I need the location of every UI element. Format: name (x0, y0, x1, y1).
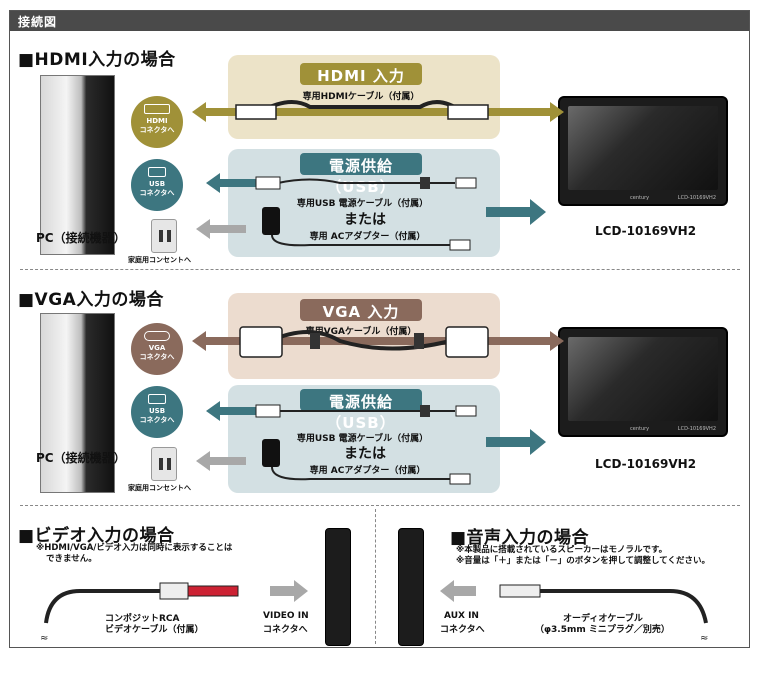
hdmi-cable-label: 専用HDMIケーブル（付属） (302, 92, 420, 102)
outlet-label: 家庭用コンセントへ (128, 256, 191, 264)
dc-plug (449, 473, 471, 485)
outlet-arrow (196, 219, 246, 239)
hdmi-plug-right (447, 104, 489, 120)
pc-tower-icon (40, 313, 115, 493)
vga-cable-label: 専用VGAケーブル（付属） (305, 327, 417, 337)
vga-connector-label-1: VGA (148, 344, 166, 352)
usb-arrow (206, 401, 264, 421)
usb-arrow (206, 173, 264, 193)
usb-plug-mini (455, 177, 477, 189)
monitor-side-icon (325, 528, 351, 646)
rca-plug (159, 582, 189, 600)
video-section-title: ■ビデオ入力の場合 (18, 526, 175, 546)
audio-cable-label-1: オーディオケーブル (563, 614, 643, 624)
ferrite-core (310, 333, 320, 349)
rca-tip (187, 585, 239, 597)
or-label: または (344, 212, 386, 228)
monitor-side-icon (398, 528, 424, 646)
audio-cable (540, 589, 708, 624)
ac-adapter-label: 専用 ACアダプター（付属） (309, 466, 426, 476)
svg-text:≈: ≈ (40, 633, 48, 644)
or-label: または (344, 446, 386, 462)
hdmi-connector-label-2: コネクタへ (139, 126, 175, 134)
outlet-icon (151, 447, 177, 481)
svg-text:≈: ≈ (700, 633, 708, 644)
ac-cable (271, 234, 450, 247)
ferrite-core (414, 333, 424, 349)
ferrite-core (420, 177, 430, 189)
ac-cable (271, 466, 450, 481)
mini-plug (499, 584, 541, 598)
usb-cable-label: 専用USB 電源ケーブル（付属） (296, 199, 429, 209)
outlet-icon (151, 219, 177, 253)
usb-connector-icon: USB コネクタへ (131, 386, 183, 438)
usb-cable-label: 専用USB 電源ケーブル（付属） (296, 434, 429, 444)
vga-connector-icon: VGA コネクタへ (131, 323, 183, 375)
divider-1 (20, 269, 740, 270)
hdmi-connector-icon: HDMI コネクタへ (131, 96, 183, 148)
power-to-monitor-arrow (486, 429, 546, 455)
pc-label: PC（接続機器） (36, 231, 126, 245)
audio-cable-label-2: （φ3.5mm ミニプラグ／別売） (535, 625, 670, 635)
rca-cable-label-1: コンポジットRCA (105, 614, 180, 624)
dc-plug (449, 239, 471, 251)
video-in-label-2: コネクタへ (263, 625, 308, 635)
video-arrow (270, 580, 308, 602)
video-note-2: できません。 (46, 554, 97, 564)
usb-connector-label-1: USB (148, 180, 166, 188)
video-in-label-1: VIDEO IN (263, 611, 309, 621)
usb-connector-icon: USB コネクタへ (131, 159, 183, 211)
connection-diagram: 接続図 ■HDMI入力の場合 PC（接続機器） HDMI コネクタへ USB コ… (9, 10, 750, 648)
audio-note-2: ※音量は「＋」または「－」のボタンを押して調整してください。 (456, 556, 711, 566)
aux-in-label-2: コネクタへ (440, 625, 485, 635)
power-to-monitor-arrow (486, 199, 546, 225)
vga-arrow (192, 331, 564, 351)
outlet-arrow (196, 451, 246, 471)
usb-power-pill: 電源供給（USB） (300, 389, 422, 432)
hdmi-section-title: ■HDMI入力の場合 (18, 50, 176, 70)
usb-connector-label-2: コネクタへ (139, 416, 175, 424)
audio-arrow (440, 580, 476, 602)
audio-section-title: ■音声入力の場合 (450, 528, 590, 548)
cables-and-arrows: ≈ ≈ (40, 100, 708, 644)
aux-in-label-1: AUX IN (444, 611, 479, 621)
pc-tower-icon (40, 75, 115, 255)
usb-plug (255, 176, 281, 190)
outlet-label: 家庭用コンセントへ (128, 484, 191, 492)
hdmi-plug-left (235, 104, 277, 120)
usb-cable (277, 178, 455, 185)
header-bar: 接続図 (10, 11, 749, 31)
vga-plug-right (445, 326, 489, 358)
usb-connector-label-1: USB (148, 407, 166, 415)
hdmi-connector-label-1: HDMI (146, 117, 168, 125)
rca-cable-label-2: ビデオケーブル（付属） (105, 625, 204, 635)
usb-plug-mini (455, 405, 477, 417)
ferrite-core (420, 405, 430, 417)
hdmi-input-pill: HDMI 入力 (300, 63, 422, 85)
ac-adapter-icon (262, 207, 280, 235)
pc-label: PC（接続機器） (36, 451, 126, 465)
rca-cable (44, 589, 160, 624)
audio-note-1: ※本製品に搭載されているスピーカーはモノラルです。 (456, 545, 668, 555)
video-note-1: ※HDMI/VGA/ビデオ入力は同時に表示することは (36, 543, 233, 553)
monitor-label: LCD-10169VH2 (595, 457, 697, 471)
ac-adapter-label: 専用 ACアダプター（付属） (309, 232, 426, 242)
vga-plug-left (239, 326, 283, 358)
ac-adapter-icon (262, 439, 280, 467)
usb-plug (255, 404, 281, 418)
monitor-label: LCD-10169VH2 (595, 224, 697, 238)
divider-2 (20, 505, 740, 506)
vga-input-pill: VGA 入力 (300, 299, 422, 321)
vga-section-title: ■VGA入力の場合 (18, 290, 164, 310)
divider-3 (375, 509, 376, 644)
hdmi-arrow (192, 102, 564, 122)
vga-connector-label-2: コネクタへ (139, 353, 175, 361)
usb-power-pill: 電源供給（USB） (300, 153, 422, 196)
usb-connector-label-2: コネクタへ (139, 189, 175, 197)
